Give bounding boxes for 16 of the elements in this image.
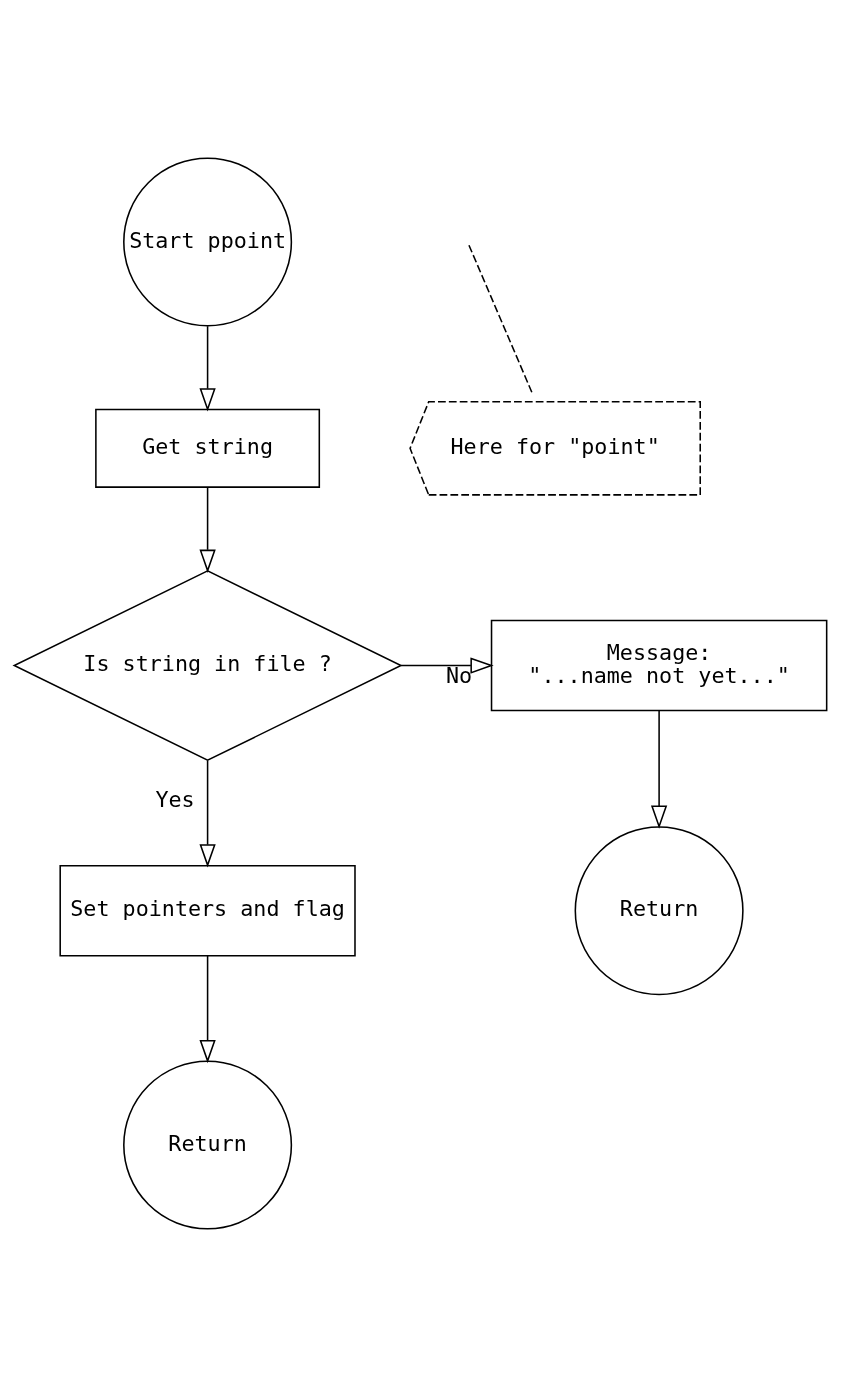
connector <box>467 242 533 393</box>
node-circle: Return <box>574 826 744 996</box>
node-box: Get string <box>95 408 321 488</box>
node-box: Set pointers and flag <box>59 864 356 957</box>
arrow <box>199 759 216 868</box>
arrow <box>199 955 216 1064</box>
arrow <box>199 486 216 573</box>
arrow <box>650 710 668 829</box>
node-circle: Start ppoint <box>123 157 293 327</box>
node-circle: Return <box>123 1060 293 1230</box>
edge-label: Yes <box>155 786 195 812</box>
node-box: Message: "...name not yet..." <box>490 619 828 712</box>
arrow <box>400 657 494 674</box>
edge-label: No <box>445 662 473 688</box>
node-diamond: Is string in file ? <box>12 570 403 762</box>
arrow <box>199 325 216 412</box>
